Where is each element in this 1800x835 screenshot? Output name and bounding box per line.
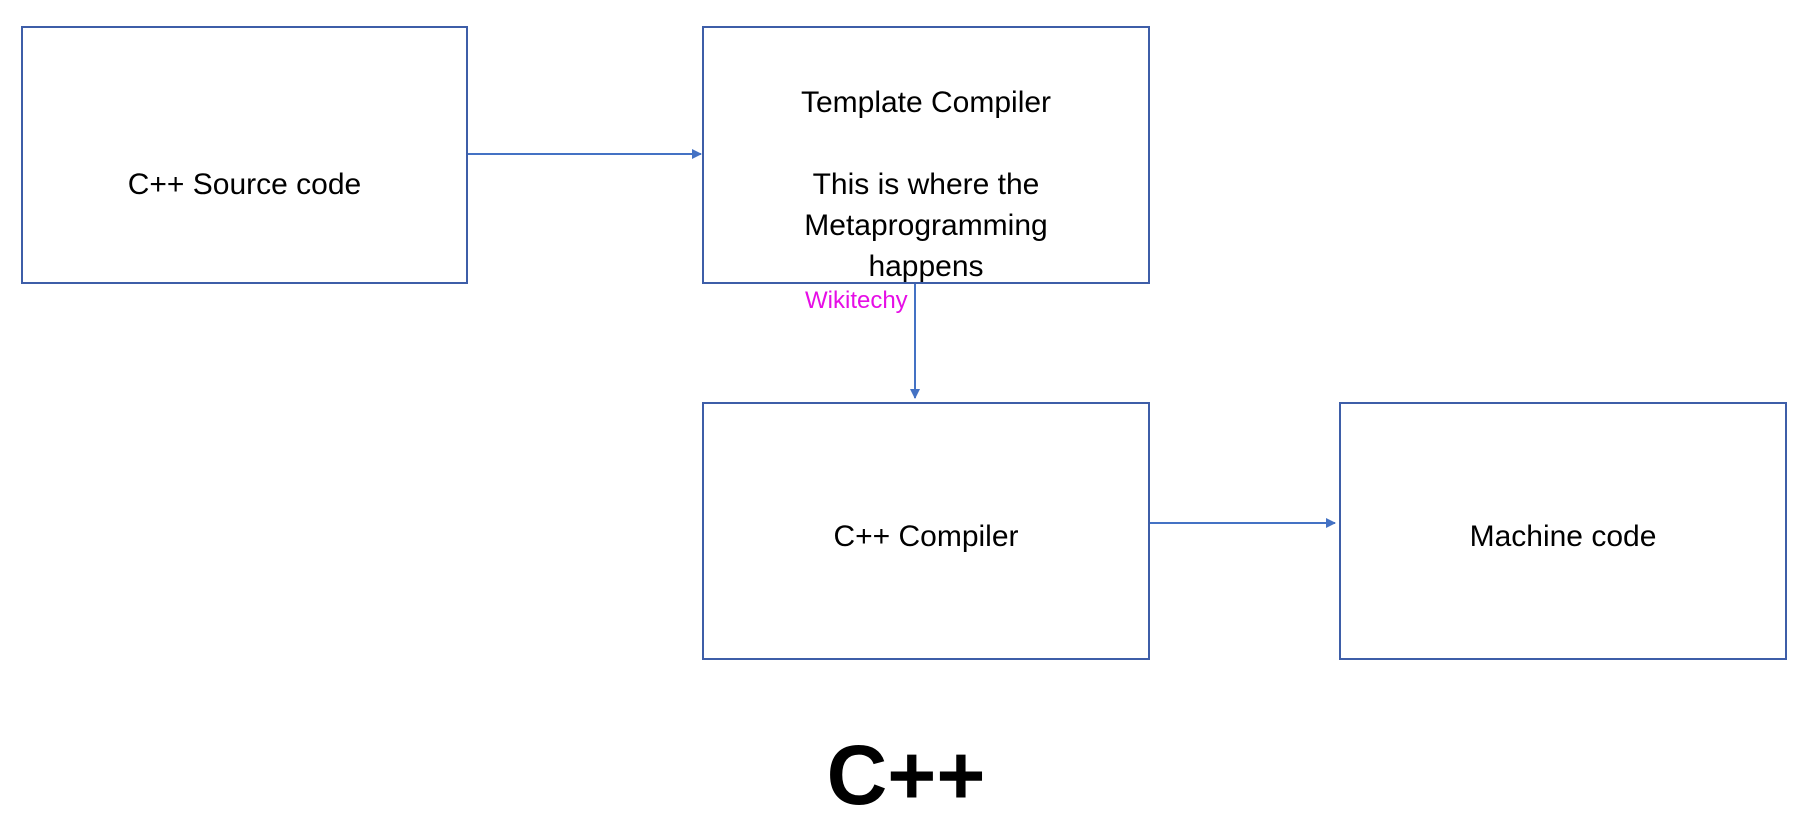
node-label: Machine code [1469, 520, 1657, 553]
node-cpp-compiler: C++ Compiler [702, 402, 1150, 660]
node-template-compiler: Template Compiler This is where the Meta… [702, 26, 1150, 284]
node-label: C++ Compiler [833, 520, 1019, 553]
node-title: Template Compiler [800, 86, 1052, 119]
node-description: This is where the Metaprogramming happen… [704, 164, 1148, 287]
node-machine-code: Machine code [1339, 402, 1787, 660]
node-cpp-source-code: C++ Source code [21, 26, 468, 284]
description-line: happens [868, 250, 984, 283]
watermark: Wikitechy [805, 287, 908, 314]
description-line: Metaprogramming [804, 209, 1048, 242]
description-line: This is where the [812, 168, 1040, 201]
node-label: C++ Source code [127, 168, 362, 201]
caption-title: C++ [826, 728, 986, 822]
